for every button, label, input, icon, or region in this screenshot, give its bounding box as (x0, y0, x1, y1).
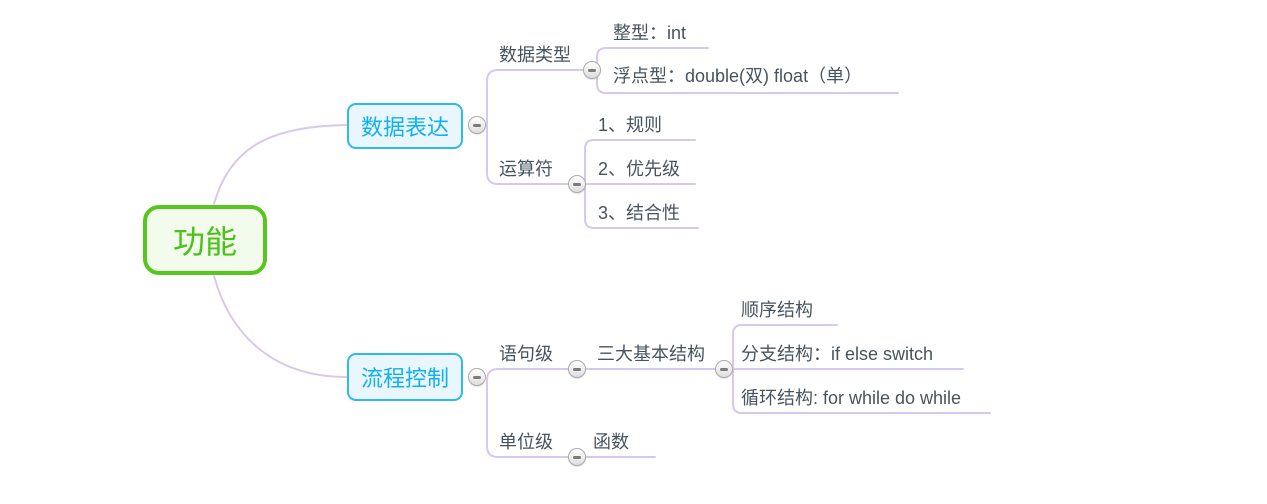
collapse-button-data-type[interactable] (583, 61, 601, 79)
minus-icon (573, 182, 581, 186)
bracket-data-expression (486, 69, 499, 185)
topic-data-type[interactable]: 数据类型 (499, 45, 571, 65)
collapse-button-data-expression[interactable] (468, 116, 486, 134)
topic-priority[interactable]: 2、优先级 (598, 159, 681, 179)
connector-root-to-flow-control (213, 275, 348, 378)
minus-icon (573, 367, 581, 371)
root-topic[interactable]: 功能 (143, 205, 267, 275)
topic-integer[interactable]: 整型：int (613, 23, 687, 43)
minus-icon (720, 367, 728, 371)
topic-associativity[interactable]: 3、结合性 (598, 203, 681, 223)
topic-flow-control[interactable]: 流程控制 (347, 353, 463, 401)
collapse-button-operator[interactable] (568, 175, 586, 193)
minus-icon (473, 123, 481, 127)
bracket-operator (584, 139, 595, 229)
topic-function[interactable]: 函数 (593, 432, 629, 452)
connector-root-to-data-expression (213, 124, 348, 205)
root-topic-label: 功能 (172, 224, 237, 260)
topic-flow-control-label: 流程控制 (360, 366, 449, 391)
minus-icon (473, 375, 481, 379)
topic-data-expression[interactable]: 数据表达 (347, 103, 463, 149)
collapse-button-unit-level[interactable] (568, 448, 586, 466)
minus-icon (588, 68, 596, 72)
bracket-flow-control (486, 368, 499, 458)
collapse-button-statement-level[interactable] (568, 360, 586, 378)
collapse-button-flow-control[interactable] (468, 368, 486, 386)
topic-three-basic-structures[interactable]: 三大基本结构 (597, 344, 705, 364)
topic-branch-structure[interactable]: 分支结构：if else switch (741, 344, 934, 364)
topic-loop-structure[interactable]: 循环结构: for while do while (741, 388, 962, 408)
topic-data-expression-label: 数据表达 (360, 115, 449, 140)
topic-float[interactable]: 浮点型：double(双) float（单） (613, 66, 863, 86)
minus-icon (573, 455, 581, 459)
topic-rule[interactable]: 1、规则 (598, 115, 663, 135)
topic-unit-level[interactable]: 单位级 (499, 432, 553, 452)
topic-operator[interactable]: 运算符 (499, 159, 553, 179)
topic-sequence-structure[interactable]: 顺序结构 (741, 300, 813, 320)
collapse-button-three-basic-structures[interactable] (715, 360, 733, 378)
topic-statement-level[interactable]: 语句级 (499, 344, 553, 364)
